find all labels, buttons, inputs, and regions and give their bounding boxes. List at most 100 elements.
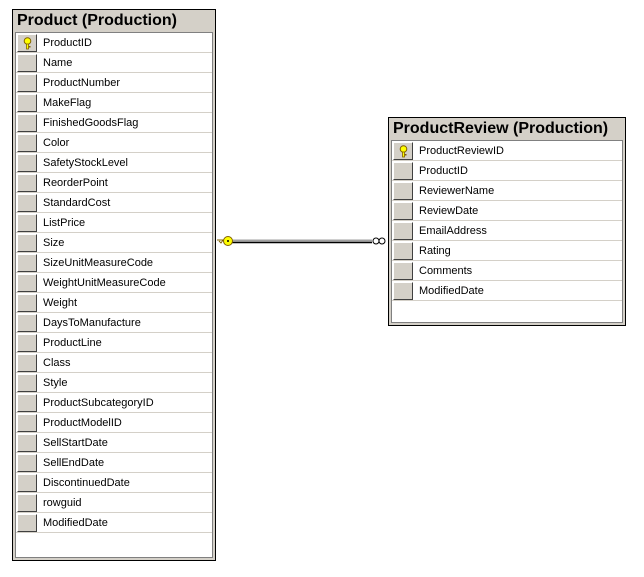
table-title[interactable]: Product (Production) xyxy=(17,12,177,29)
column-name: Style xyxy=(43,377,68,389)
column-row[interactable]: SellEndDate xyxy=(16,453,212,473)
column-row[interactable]: Comments xyxy=(392,261,622,281)
row-selector[interactable] xyxy=(393,142,413,160)
row-selector[interactable] xyxy=(17,514,37,532)
row-selector[interactable] xyxy=(17,134,37,152)
column-row[interactable]: ModifiedDate xyxy=(16,513,212,533)
row-selector[interactable] xyxy=(17,194,37,212)
column-row[interactable]: EmailAddress xyxy=(392,221,622,241)
column-row[interactable]: ListPrice xyxy=(16,213,212,233)
column-row[interactable]: DiscontinuedDate xyxy=(16,473,212,493)
column-name: MakeFlag xyxy=(43,97,92,109)
column-row[interactable]: Rating xyxy=(392,241,622,261)
column-name: ProductModelID xyxy=(43,417,122,429)
row-selector[interactable] xyxy=(17,494,37,512)
column-row[interactable]: ProductID xyxy=(16,33,212,53)
column-row[interactable]: ModifiedDate xyxy=(392,281,622,301)
column-row[interactable]: Weight xyxy=(16,293,212,313)
column-name: ReviewDate xyxy=(419,205,479,217)
column-row[interactable]: rowguid xyxy=(16,493,212,513)
row-selector[interactable] xyxy=(17,454,37,472)
column-name: DaysToManufacture xyxy=(43,317,141,329)
row-selector[interactable] xyxy=(393,262,413,280)
column-name: ReorderPoint xyxy=(43,177,108,189)
column-name: SellEndDate xyxy=(43,457,105,469)
row-selector[interactable] xyxy=(17,414,37,432)
column-row[interactable]: FinishedGoodsFlag xyxy=(16,113,212,133)
column-name: DiscontinuedDate xyxy=(43,477,130,489)
column-row[interactable]: ReorderPoint xyxy=(16,173,212,193)
column-row[interactable]: ProductNumber xyxy=(16,73,212,93)
column-row[interactable]: ProductID xyxy=(392,161,622,181)
column-row[interactable]: ReviewDate xyxy=(392,201,622,221)
row-selector[interactable] xyxy=(17,374,37,392)
column-name: ModifiedDate xyxy=(419,285,484,297)
row-selector[interactable] xyxy=(393,182,413,200)
column-row[interactable]: StandardCost xyxy=(16,193,212,213)
column-name: Color xyxy=(43,137,70,149)
column-name: WeightUnitMeasureCode xyxy=(43,277,166,289)
row-selector[interactable] xyxy=(17,474,37,492)
table-title[interactable]: ProductReview (Production) xyxy=(393,120,609,137)
row-selector[interactable] xyxy=(17,214,37,232)
column-name: SafetyStockLevel xyxy=(43,157,128,169)
row-selector[interactable] xyxy=(17,74,37,92)
row-selector[interactable] xyxy=(17,54,37,72)
row-selector[interactable] xyxy=(17,394,37,412)
column-name: StandardCost xyxy=(43,197,111,209)
row-selector[interactable] xyxy=(17,314,37,332)
row-selector[interactable] xyxy=(393,282,413,300)
key-endpoint-icon xyxy=(217,236,233,246)
column-name: ReviewerName xyxy=(419,185,495,197)
column-row[interactable]: ProductSubcategoryID xyxy=(16,393,212,413)
column-name: ProductReviewID xyxy=(419,145,504,157)
column-row[interactable]: MakeFlag xyxy=(16,93,212,113)
row-selector[interactable] xyxy=(17,94,37,112)
column-name: Weight xyxy=(43,297,78,309)
column-row[interactable]: ReviewerName xyxy=(392,181,622,201)
column-row[interactable]: Name xyxy=(16,53,212,73)
column-name: Comments xyxy=(419,265,473,277)
column-name: SizeUnitMeasureCode xyxy=(43,257,154,269)
row-selector[interactable] xyxy=(393,222,413,240)
column-name: ProductNumber xyxy=(43,77,121,89)
row-selector[interactable] xyxy=(17,434,37,452)
column-row[interactable]: SellStartDate xyxy=(16,433,212,453)
column-row[interactable]: Style xyxy=(16,373,212,393)
column-name: Size xyxy=(43,237,65,249)
primary-key-icon xyxy=(399,145,408,158)
column-row[interactable]: ProductReviewID xyxy=(392,141,622,161)
row-selector[interactable] xyxy=(17,354,37,372)
column-row[interactable]: ProductLine xyxy=(16,333,212,353)
column-row[interactable]: ProductModelID xyxy=(16,413,212,433)
column-name: ProductID xyxy=(43,37,92,49)
row-selector[interactable] xyxy=(17,254,37,272)
row-selector[interactable] xyxy=(17,234,37,252)
column-name: SellStartDate xyxy=(43,437,108,449)
row-selector[interactable] xyxy=(17,274,37,292)
column-name: rowguid xyxy=(43,497,82,509)
column-row[interactable]: SizeUnitMeasureCode xyxy=(16,253,212,273)
row-selector[interactable] xyxy=(393,242,413,260)
column-row[interactable]: Class xyxy=(16,353,212,373)
column-row[interactable]: DaysToManufacture xyxy=(16,313,212,333)
infinity-endpoint-icon xyxy=(372,237,386,245)
column-row[interactable]: SafetyStockLevel xyxy=(16,153,212,173)
column-name: Class xyxy=(43,357,71,369)
row-selector[interactable] xyxy=(17,294,37,312)
column-row[interactable]: WeightUnitMeasureCode xyxy=(16,273,212,293)
row-selector[interactable] xyxy=(17,114,37,132)
column-name: EmailAddress xyxy=(419,225,487,237)
column-row[interactable]: Size xyxy=(16,233,212,253)
row-selector[interactable] xyxy=(17,154,37,172)
row-selector[interactable] xyxy=(17,174,37,192)
table-productreview[interactable]: ProductReview (Production) ProductReview… xyxy=(388,117,626,326)
row-selector[interactable] xyxy=(393,162,413,180)
row-selector[interactable] xyxy=(393,202,413,220)
row-selector[interactable] xyxy=(17,334,37,352)
column-row[interactable]: Color xyxy=(16,133,212,153)
column-name: ListPrice xyxy=(43,217,86,229)
row-selector[interactable] xyxy=(17,34,37,52)
